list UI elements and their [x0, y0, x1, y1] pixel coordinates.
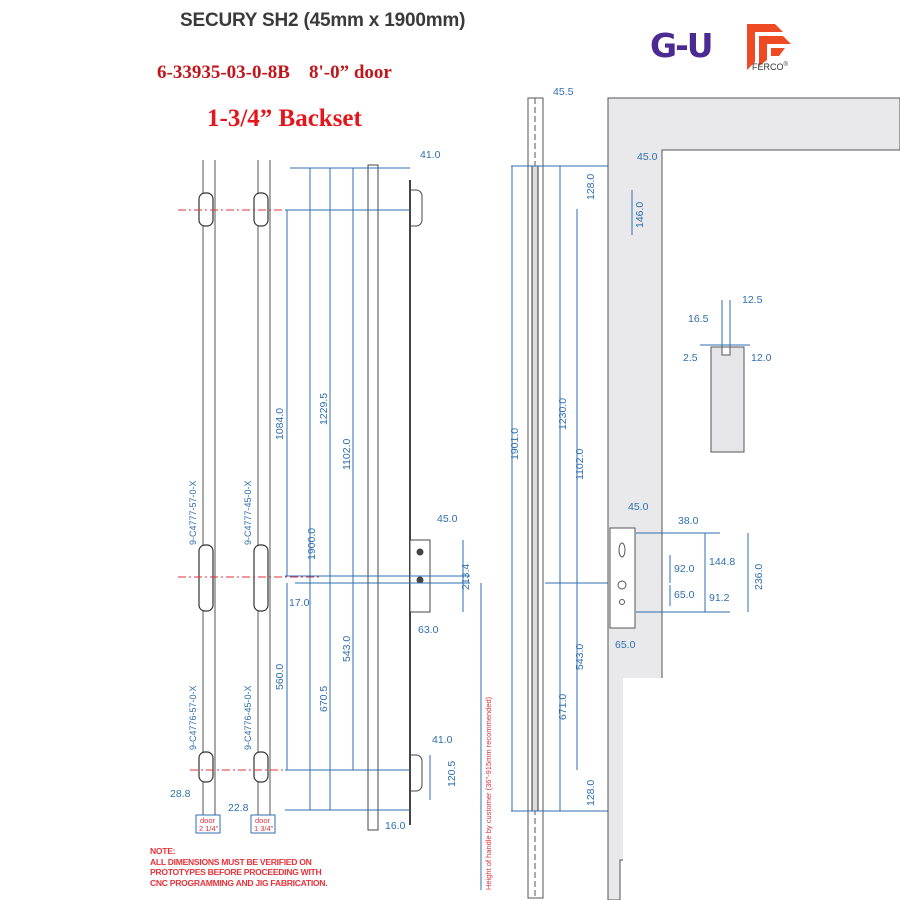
- keeper-mid-right: [253, 544, 269, 612]
- strike-plate: [609, 527, 636, 629]
- dim-label-120: 120.5: [446, 761, 458, 787]
- verification-note: NOTE: ALL DIMENSIONS MUST BE VERIFIED ON…: [150, 846, 328, 888]
- side-label-128-top: 128.0: [585, 174, 597, 200]
- backset-label: 1-3/4” Backset: [207, 105, 362, 132]
- frame-label-65: 65.0: [674, 589, 695, 601]
- dim-label-16: 16.0: [385, 820, 406, 832]
- hook-top: [410, 189, 423, 227]
- keeper-mid-left: [198, 544, 214, 612]
- side-label-1230: 1230.0: [557, 398, 569, 430]
- side-bar: [531, 165, 539, 812]
- handle-height-note: Height of handle by customer (36"-915mm …: [484, 696, 493, 890]
- frame-label-91: 91.2: [709, 592, 730, 604]
- frame-label-38: 38.0: [678, 515, 699, 527]
- frame-cutout-area: [623, 678, 900, 900]
- frame-label-144: 144.8: [709, 556, 735, 568]
- frame-label-92: 92.0: [674, 563, 695, 575]
- gu-logo: G-U: [650, 26, 714, 65]
- dim-label-213: 213.4: [460, 564, 472, 590]
- lock-hole-2: [416, 576, 424, 584]
- side-label-1901: 1901.0: [509, 428, 521, 460]
- dim-label-top41: 41.0: [420, 149, 441, 161]
- offset-right-label: 22.8: [228, 802, 249, 814]
- dim-label-1900: 1900.0: [306, 528, 318, 560]
- dim-label-bot41: 41.0: [432, 734, 453, 746]
- frame-label-236: 236.0: [753, 564, 765, 590]
- section-label-16-5: 16.5: [688, 313, 709, 325]
- side-label-1102: 1102.0: [574, 449, 586, 480]
- part-number: 6-33935-03-0-8B 8'-0” door: [157, 62, 392, 83]
- frame-label-146: 146.0: [634, 202, 646, 228]
- dim-label-17: 17.0: [289, 597, 310, 609]
- frame-label-65b: 65.0: [615, 639, 636, 651]
- door-label-right-2: 1 3/4": [254, 824, 274, 833]
- note-line: ALL DIMENSIONS MUST BE VERIFIED ON: [150, 856, 312, 867]
- espagnolette-bar: [367, 164, 379, 831]
- strike-hole-small: [619, 599, 625, 605]
- dim-label-560: 560.0: [274, 664, 286, 690]
- note-line: CNC PROGRAMMING AND JIG FABRICATION.: [150, 877, 328, 888]
- dim-label-lock45: 45.0: [437, 513, 458, 525]
- side-label-671: 671.0: [557, 694, 569, 720]
- hook-bottom: [410, 754, 423, 792]
- ferco-text: FERCO: [752, 62, 784, 72]
- dim-label-1084: 1084.0: [274, 408, 286, 440]
- dim-label-1229: 1229.5: [318, 393, 330, 425]
- section-profile: [710, 346, 745, 453]
- keeper-part-upper-left: 9-C4777-57-0-X: [188, 480, 198, 545]
- section-label-12: 12.0: [751, 352, 772, 364]
- note-line: NOTE:: [150, 846, 176, 856]
- dim-label-543: 543.0: [341, 636, 353, 662]
- side-label-128-bottom: 128.0: [585, 780, 597, 806]
- side-label-45-5: 45.5: [553, 86, 574, 98]
- door-label-right-1: door: [255, 816, 271, 825]
- section-groove: [721, 346, 731, 356]
- lock-hole-1: [416, 548, 424, 556]
- frame-label-45-mid: 45.0: [628, 501, 649, 513]
- ferco-wordmark: FERCO®: [752, 62, 788, 72]
- ferco-logo-icon: [747, 24, 791, 70]
- strike-keyhole: [618, 542, 626, 558]
- keeper-bottom-left: [198, 751, 214, 783]
- door-label-left-1: door: [200, 816, 216, 825]
- section-label-12-5: 12.5: [742, 294, 763, 306]
- offset-left-label: 28.8: [170, 788, 191, 800]
- dim-label-63: 63.0: [418, 624, 439, 636]
- dim-label-1102: 1102.0: [341, 439, 353, 470]
- frame-label-45-top: 45.0: [637, 151, 658, 163]
- keeper-part-upper-right: 9-C4777-45-0-X: [243, 480, 253, 545]
- keeper-bottom-right: [253, 751, 269, 783]
- note-line: PROTOTYPES BEFORE PROCEEDING WITH: [150, 867, 322, 878]
- keeper-part-lower-right: 9-C4776-45-0-X: [243, 685, 253, 750]
- section-label-2-5: 2.5: [683, 352, 698, 364]
- door-label-left-box: [195, 814, 221, 834]
- strike-hole-large: [617, 580, 627, 590]
- keeper-part-lower-left: 9-C4776-57-0-X: [188, 685, 198, 750]
- drawing-title: SECURY SH2 (45mm x 1900mm): [180, 10, 466, 31]
- door-label-right-box: [250, 814, 276, 834]
- registered-mark: ®: [783, 62, 788, 68]
- dim-label-670: 670.5: [318, 686, 330, 712]
- door-label-left-2: 2 1/4": [199, 824, 219, 833]
- side-label-543: 543.0: [574, 644, 586, 670]
